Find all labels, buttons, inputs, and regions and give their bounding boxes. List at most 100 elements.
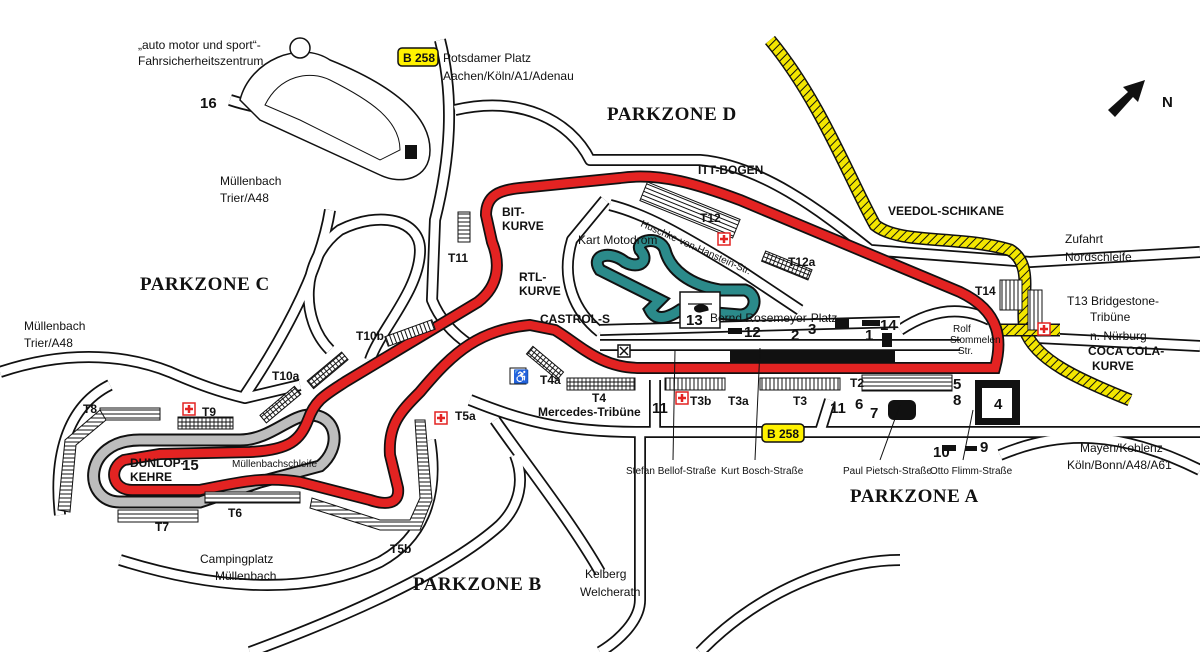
disabled-parking-icon [509,367,527,385]
map-label-top-ams-2: Fahrsicherheitszentrum [138,54,263,68]
parkzone-c: PARKZONE C [140,274,270,295]
buildings: ♿ [509,291,1020,451]
map-label-paddock-rolf-1: Rolf [953,324,971,335]
grandstand-t4 [566,377,636,391]
map-label-directions-kelberg-2: Welcherath [580,585,640,599]
driving-safety-center [239,37,431,181]
map-label-directions-mayen-1: Mayen/Koblenz [1080,441,1163,455]
map-label-corners-coca-1: COCA COLA- [1088,344,1164,358]
map-label-paddock-heli-num: 13 [686,312,703,329]
map-label-top-ams-num: 16 [200,95,217,112]
map-label-paddock-rolf-2: Stommelen [950,335,1001,346]
road-network [0,40,1200,652]
grandstand-t4a [525,345,565,381]
first-aid-icon [182,402,196,416]
first-aid-icon [675,391,689,405]
map-label-corners-rtl-1: RTL- [519,270,546,284]
map-label-corners-dunlop-1: DUNLOP- [130,456,185,470]
map-label-grandstands-mercedes: Mercedes-Tribüne [538,405,641,419]
map-label-paddock-n4: 4 [994,396,1003,413]
map-label-directions-muell-left-1: Müllenbach [24,319,85,333]
parkzone-a: PARKZONE A [850,486,979,507]
map-label-top-aachen: Aachen/Köln/A1/Adenau [443,69,574,83]
map-label-grandstands-t11: T11 [448,251,468,265]
road-badge-b258-top: B 258 [397,47,439,67]
map-label-grandstands-t6: T6 [228,506,242,520]
map-label-paddock-kart: Kart Motodrom [578,233,657,247]
map-label-grandstands-t13-1: T13 Bridgestone- [1067,294,1159,308]
map-label-grandstands-t12a: T12a [788,255,816,269]
map-label-directions-muell-left-2: Trier/A48 [24,336,73,350]
map-label-paddock-n11b: 11 [830,400,846,417]
grandstands [57,181,1043,531]
map-label-paddock-n10: 10 [933,444,950,461]
map-label-corners-itt: ITT-BOGEN [698,163,763,177]
grandstand-t3b [664,377,726,391]
map-label-directions-nuerburg: n. Nürburg [1090,329,1147,343]
helicopter-icon [688,303,712,313]
grandstand-t13 [1027,289,1043,331]
map-label-streets-bellof: Stefan Bellof-Straße [626,466,716,477]
map-label-directions-muell-top-2: Trier/A48 [220,191,269,205]
map-label-corners-bit-2: KURVE [502,219,544,233]
map-label-corners-bit-1: BIT- [502,205,525,219]
map-label-grandstands-t10b: T10b [356,329,384,343]
map-label-paddock-n12: 12 [744,324,761,341]
map-label-paddock-n2: 2 [791,327,799,344]
street-leaders [672,347,974,461]
grandstand-t12a [760,250,813,281]
map-label-grandstands-t4: T4 [592,391,606,405]
map-label-top-road-badge: B 258 [403,51,435,65]
first-aid-icon [1037,322,1051,336]
grandstand-t10a [306,351,349,390]
map-label-corners-castrol: CASTROL-S [540,312,610,326]
grandstand-t2 [861,374,953,392]
map-label-grandstands-t7: T7 [155,520,169,534]
map-label-paddock-rolf-3: Str. [958,346,973,357]
map-label-grandstands-t9: T9 [202,405,216,419]
map-label-directions-camping-2: Müllenbach [215,569,276,583]
grandstand-t8-side [57,409,107,513]
map-label-paddock-n7: 7 [870,405,878,422]
map-label-grandstands-t3b: T3b [690,394,711,408]
map-label-grandstands-t13-2: Tribüne [1090,310,1131,324]
map-label-grandstands-t3: T3 [793,394,807,408]
map-label-grandstands-t5a: T5a [455,409,476,423]
map-label-paddock-n5: 5 [953,376,961,393]
map-label-corners-muellenbachschleife: Müllenbachschleife [232,459,317,470]
map-label-streets-bosch: Kurt Bosch-Straße [721,466,804,477]
compass-label: N [1162,94,1173,111]
map-label-paddock-n9: 9 [980,439,988,456]
map-label-paddock-n6: 6 [855,396,863,413]
grandstand-t7 [117,509,199,523]
map-label-grandstands-t3a: T3a [728,394,749,408]
map-label-paddock-n1: 1 [865,327,873,344]
map-label-directions-muell-top-1: Müllenbach [220,174,281,188]
first-aid-icon [717,232,731,246]
map-label-top-potsdamer: Potsdamer Platz [443,51,531,65]
map-label-corners-dunlop-2: KEHRE [130,470,172,484]
map-label-directions-zufahrt-2: Nordschleife [1065,250,1132,264]
map-label-grandstands-t2: T2 [850,376,864,390]
map-label-corners-rtl-2: KURVE [519,284,561,298]
map-label-paddock-n14: 14 [880,317,897,334]
grandstand-t3 [759,377,841,391]
grandstand-t5b [309,419,433,531]
grandstand-t6 [204,491,301,504]
first-aid-icon [434,411,448,425]
grandstand-t11 [457,211,471,243]
map-label-corners-dunlop-num: 15 [182,457,199,474]
pit-building [730,350,895,362]
building-4 [975,380,1020,425]
parkzone-d: PARKZONE D [607,104,737,125]
grandstand-t10b [384,319,436,347]
map-label-corners-coca-2: KURVE [1092,359,1134,373]
svg-text:♿: ♿ [513,369,529,384]
first-aid-markers [182,232,1051,425]
map-label-paddock-rosemeyer: Bernd Rosemeyer-Platz [710,311,837,325]
map-label-grandstands-t12: T12 [700,211,721,225]
grandstand-t14 [999,279,1023,311]
parkzone-b: PARKZONE B [413,574,542,595]
map-label-grandstands-t10a: T10a [272,369,300,383]
north-arrow-icon [1108,80,1145,117]
